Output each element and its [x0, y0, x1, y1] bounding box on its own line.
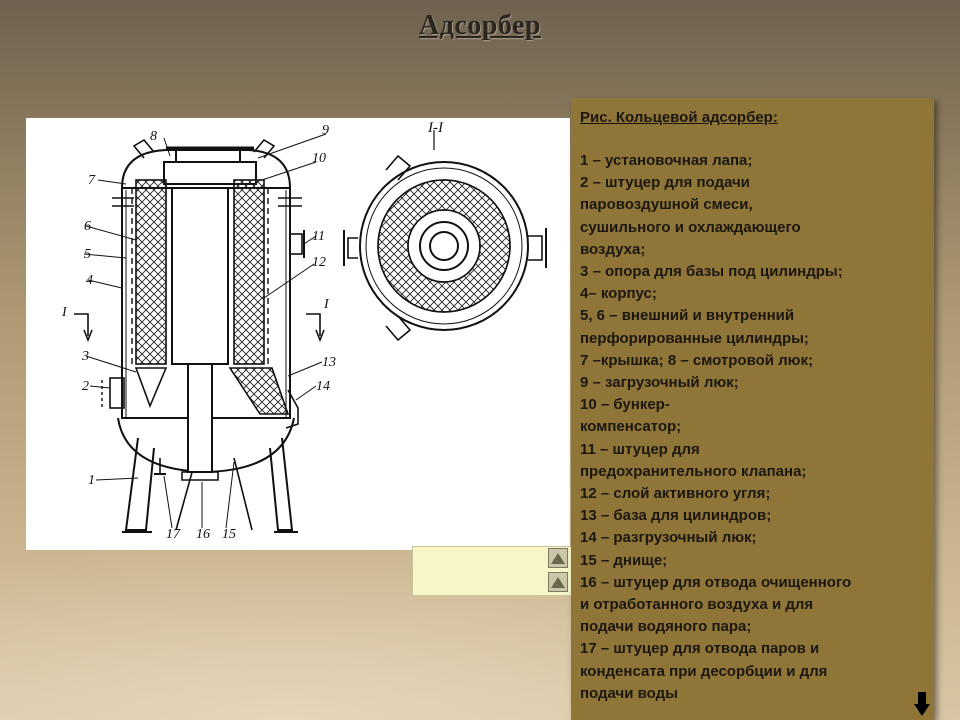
- mark-13: 13: [322, 355, 336, 370]
- legend-item: перфорированные цилиндры;: [580, 329, 809, 347]
- legend-heading: Рис. Кольцевой адсорбер:: [580, 109, 778, 126]
- legend-item: 3 – опора для базы под цилиндры;: [580, 263, 843, 281]
- mark-6: 6: [84, 219, 91, 234]
- legend-item: воздуха;: [580, 240, 646, 258]
- notes-scroll-controls: [548, 548, 570, 594]
- mark-3: 3: [81, 349, 89, 364]
- triangle-up-icon: [551, 576, 565, 588]
- mark-17: 17: [166, 527, 181, 542]
- legend-item: 9 – загрузочный люк;: [580, 374, 739, 392]
- adsorber-drawing: 8 9 10 7 6 5 4 11 12 3 2 13 14 1 17 16 1…: [26, 118, 570, 550]
- mark-7: 7: [88, 173, 96, 188]
- mark-12: 12: [312, 255, 326, 270]
- mark-11: 11: [312, 229, 325, 244]
- legend-panel: Рис. Кольцевой адсорбер: 1 – установочна…: [571, 98, 934, 720]
- section-mark-right: I: [323, 297, 330, 312]
- legend-item: подачи воды: [580, 684, 678, 702]
- arrow-down-icon[interactable]: [914, 692, 930, 716]
- leader-lines: [83, 133, 327, 529]
- legend-item: 16 – штуцер для отвода очищенного: [580, 573, 852, 591]
- page-title: Адсорбер: [418, 10, 541, 41]
- side-view-labels: 8 9 10 7 6 5 4 11 12 3 2 13 14 1 17 16 1…: [61, 123, 336, 542]
- legend-item: 12 – слой активного угля;: [580, 485, 771, 503]
- legend-item: 17 – штуцер для отвода паров и: [580, 640, 820, 658]
- triangle-up-icon: [551, 552, 565, 564]
- legend-item: 11 – штуцер для: [580, 440, 700, 458]
- legend-item: 14 – разгрузочный люк;: [580, 529, 757, 547]
- legend-item: 15 – днище;: [580, 551, 668, 569]
- mark-1: 1: [88, 473, 95, 488]
- legend-item: 7 –крышка; 8 – смотровой люк;: [580, 351, 813, 369]
- legend-item: 4– корпус;: [580, 285, 657, 303]
- mark-5: 5: [84, 247, 91, 262]
- mark-4: 4: [86, 273, 93, 288]
- section-label: I-I: [427, 120, 444, 136]
- legend-item: 10 – бункер-: [580, 396, 670, 414]
- legend-item: сушильного и охлаждающего: [580, 218, 801, 236]
- mark-10: 10: [312, 151, 326, 166]
- legend-item: 2 – штуцер для подачи: [580, 174, 750, 192]
- mark-15: 15: [222, 527, 236, 542]
- legend-item: предохранительного клапана;: [580, 462, 807, 480]
- legend-item: компенсатор;: [580, 418, 682, 436]
- legend-item: 5, 6 – внешний и внутренний: [580, 307, 795, 325]
- mark-9: 9: [322, 123, 329, 138]
- scroll-up-button[interactable]: [548, 548, 568, 568]
- side-view: [74, 133, 327, 533]
- notes-box[interactable]: [412, 546, 574, 596]
- scroll-up-button-2[interactable]: [548, 572, 568, 592]
- legend-item: подачи водяного пара;: [580, 618, 752, 636]
- mark-14: 14: [316, 379, 330, 394]
- legend-item: 13 – база для цилиндров;: [580, 507, 772, 525]
- legend-item: конденсата при десорбции и для: [580, 662, 828, 680]
- mark-8: 8: [150, 129, 157, 144]
- legend-item: паровоздушной смеси,: [580, 196, 753, 214]
- mark-16: 16: [196, 527, 210, 542]
- legend-item: и отработанного воздуха и для: [580, 596, 814, 614]
- section-view: [343, 130, 547, 342]
- mark-2: 2: [82, 379, 89, 394]
- legend-item: 1 – установочная лапа;: [580, 152, 753, 169]
- section-mark-left: I: [61, 305, 68, 320]
- legend-list: 1 – установочная лапа; 2 – штуцер для под…: [580, 150, 926, 705]
